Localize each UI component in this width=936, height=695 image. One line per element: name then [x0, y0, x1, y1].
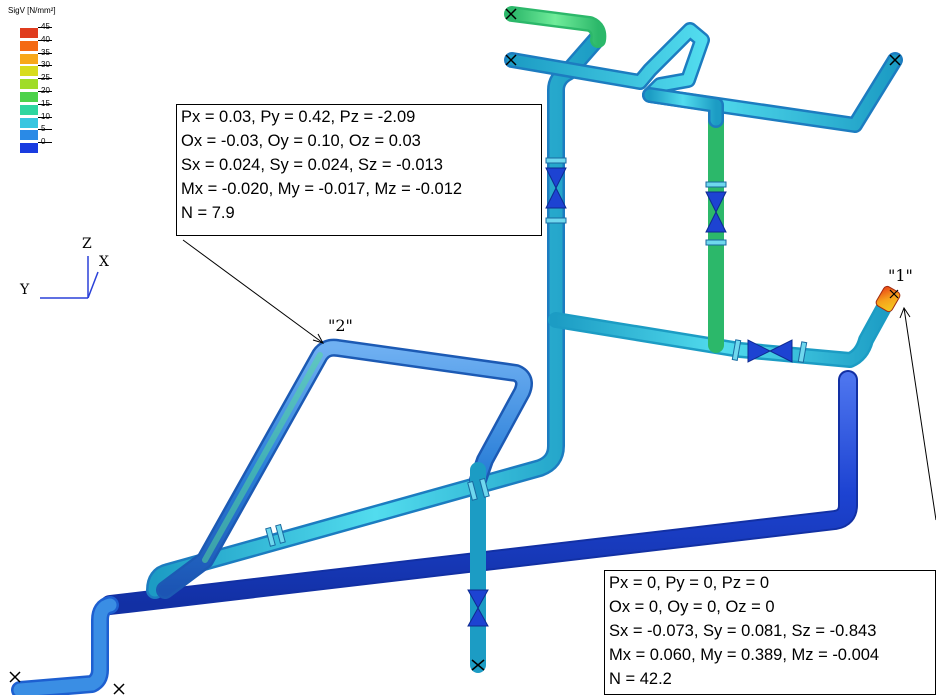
legend-value-label: 20 — [41, 86, 50, 95]
top-pipes — [504, 6, 903, 133]
legend-tick — [38, 52, 52, 54]
callout-2-line: Mx = -0.020, My = -0.017, Mz = -0.012 — [181, 180, 463, 198]
stress-legend: SigV [N/mm²] 45 40 35 30 25 20 15 10 5 0 — [8, 6, 68, 176]
axis-z-label: Z — [82, 236, 92, 252]
callout-node-2: Px = 0.03, Py = 0.42, Pz = -2.09 Ox = -0… — [176, 104, 542, 236]
legend-tick — [38, 91, 52, 92]
center-drop-valve — [467, 589, 489, 671]
legend-value-label: 40 — [41, 34, 50, 44]
legend-color-swatch — [20, 66, 38, 77]
legend-color-swatch — [20, 143, 38, 154]
legend-color-swatch — [20, 79, 38, 90]
axis-x-label: X — [99, 254, 109, 270]
loop-pipe-node2 — [156, 338, 533, 599]
legend-tick — [38, 129, 52, 131]
axis-triad — [40, 256, 99, 299]
legend-color-swatch — [20, 53, 38, 64]
callout-1-line: Ox = 0, Oy = 0, Oz = 0 — [609, 598, 775, 616]
branch-pipe-node1 — [548, 292, 896, 368]
axis-y-label: Y — [20, 282, 30, 298]
callout-2-line: Sx = 0.024, Sy = 0.024, Sz = -0.013 — [181, 156, 443, 174]
legend-title: SigV [N/mm²] — [8, 6, 56, 15]
callout-1-line: Sx = -0.073, Sy = 0.081, Sz = -0.843 — [609, 622, 877, 640]
callout-node-1: Px = 0, Py = 0, Pz = 0 Ox = 0, Oy = 0, O… — [604, 570, 936, 695]
legend-color-swatch — [20, 92, 38, 102]
node1-hot-end — [875, 285, 901, 313]
lower-main-pipe — [11, 370, 858, 695]
legend-color-swatch — [20, 104, 38, 115]
legend-color-swatch — [20, 117, 38, 128]
callout-1-line: N = 42.2 — [609, 670, 672, 688]
node-1-label: "1" — [888, 266, 913, 285]
upper-diagonal-pipe — [146, 31, 605, 599]
leader-lines — [182, 239, 936, 521]
top-end-markers — [9, 8, 901, 695]
legend-value-label: 45 — [41, 22, 50, 31]
legend-color-swatch — [20, 40, 38, 51]
legend-tick — [38, 78, 52, 80]
legend-value-label: 0 — [41, 137, 46, 147]
callout-2-line: Ox = -0.03, Oy = 0.10, Oz = 0.03 — [181, 132, 421, 150]
callout-1-line: Mx = 0.060, My = 0.389, Mz = -0.004 — [609, 646, 880, 664]
legend-value-label: 5 — [41, 124, 46, 134]
legend-value-label: 15 — [41, 98, 50, 108]
legend-tick — [38, 39, 52, 41]
legend-tick — [38, 27, 52, 28]
node-2-label: "2" — [328, 316, 353, 335]
legend-value-label: 10 — [41, 111, 50, 121]
legend-tick — [38, 103, 52, 105]
legend-tick — [38, 142, 52, 144]
legend-color-swatch — [20, 130, 38, 141]
right-vertical-valve — [705, 191, 727, 233]
branch-valve — [747, 339, 793, 363]
callout-2-line: Px = 0.03, Py = 0.42, Pz = -2.09 — [181, 108, 416, 126]
callout-1-line: Px = 0, Py = 0, Pz = 0 — [609, 574, 770, 592]
legend-value-label: 30 — [41, 60, 50, 70]
legend-value-label: 35 — [41, 47, 50, 57]
legend-value-label: 25 — [41, 73, 50, 83]
flanges — [265, 157, 808, 547]
callout-2-line: N = 7.9 — [181, 204, 235, 222]
center-vertical-valve — [545, 167, 567, 209]
axis-x-line — [87, 271, 99, 299]
legend-color-swatch — [20, 28, 38, 38]
legend-tick — [38, 116, 52, 118]
legend-tick — [38, 65, 52, 67]
